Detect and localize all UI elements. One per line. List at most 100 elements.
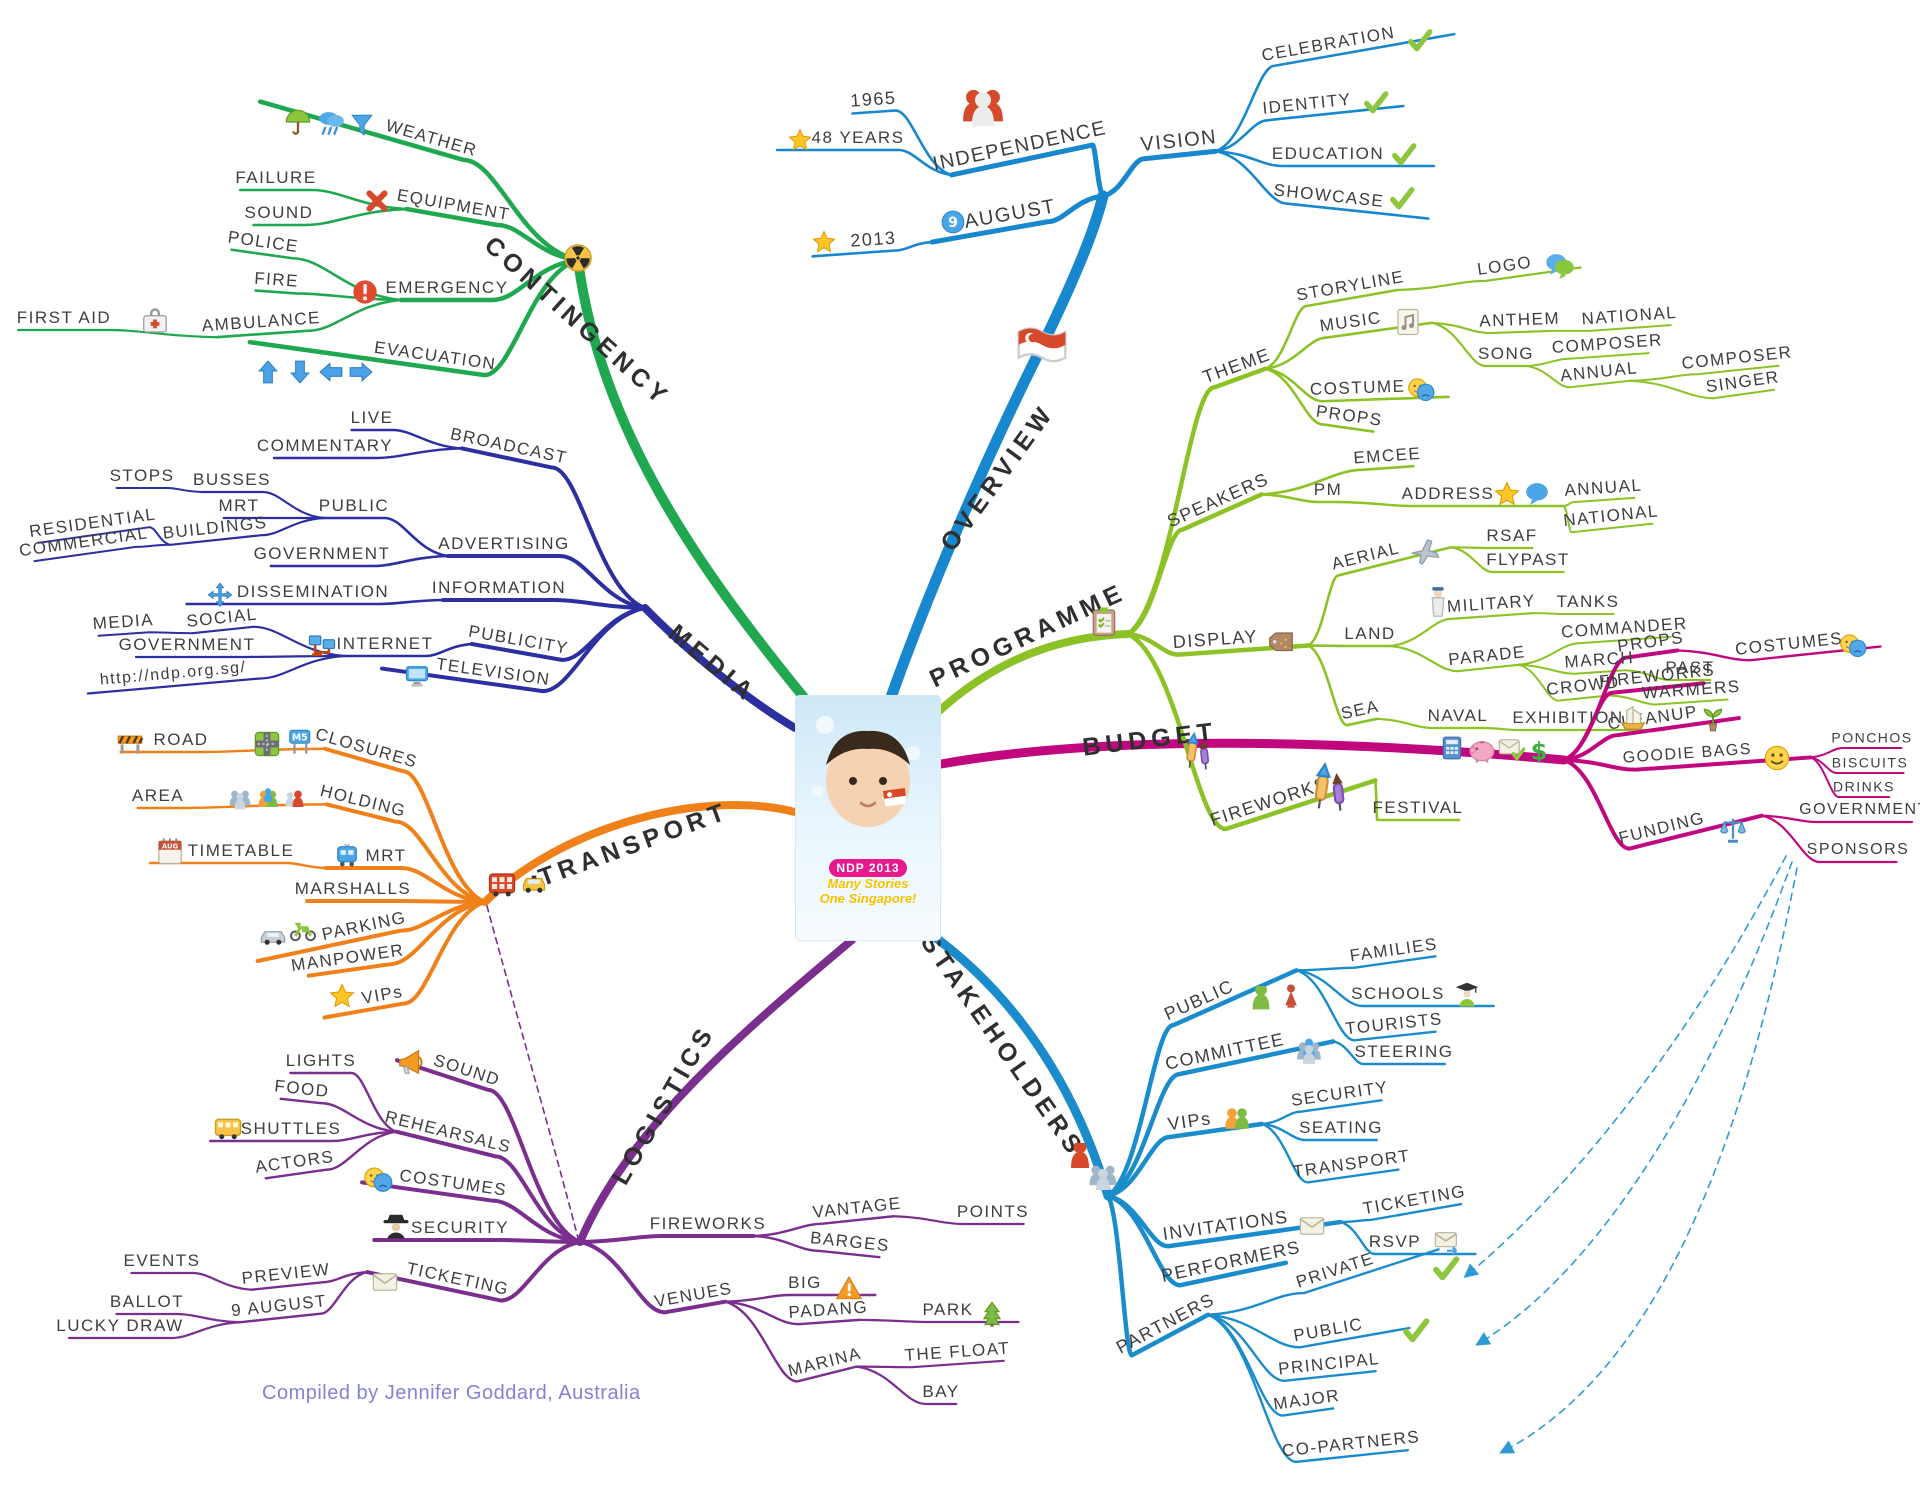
y48-branch: [775, 148, 953, 177]
masks-icon: [1407, 376, 1435, 404]
pm-label[interactable]: PM: [1313, 480, 1343, 500]
lights-label[interactable]: LIGHTS: [285, 1051, 357, 1071]
internet-label[interactable]: INTERNET: [336, 634, 434, 654]
independence-branch: [949, 142, 1106, 199]
composer1-branch: [1525, 352, 1650, 367]
transport-curve: [481, 801, 799, 906]
government_f-label[interactable]: GOVERNMENT: [1799, 801, 1920, 819]
firstaid-label[interactable]: FIRST AID: [16, 308, 112, 328]
advertising-label[interactable]: ADVERTISING: [438, 534, 570, 554]
barrier-icon: [116, 728, 144, 756]
sponsors-label[interactable]: SPONSORS: [1806, 841, 1910, 859]
past-label[interactable]: PAST: [1665, 658, 1715, 678]
steering-label[interactable]: STEERING: [1354, 1042, 1454, 1062]
n2013-label[interactable]: 2013: [849, 227, 897, 251]
funding-branch: [1562, 758, 1764, 851]
envarrow-icon: [1433, 1228, 1461, 1256]
biscuits-label[interactable]: BISCUITS: [1831, 754, 1909, 771]
information-label[interactable]: INFORMATION: [431, 578, 567, 598]
rsaf-label[interactable]: RSAF: [1486, 526, 1538, 546]
festival-label[interactable]: FESTIVAL: [1372, 798, 1464, 818]
committee-branch: [1105, 1039, 1336, 1199]
media-curve: [641, 604, 799, 732]
svg-text:$: $: [1531, 739, 1548, 765]
group-gray-icon: [1086, 1161, 1120, 1195]
land-label[interactable]: LAND: [1344, 624, 1396, 644]
identity-branch: [1214, 104, 1405, 153]
public_m-label[interactable]: PUBLIC: [318, 496, 390, 516]
timetable-label[interactable]: TIMETABLE: [187, 841, 295, 861]
park-label[interactable]: PARK: [922, 1300, 974, 1320]
rsvp-label[interactable]: RSVP: [1368, 1232, 1422, 1252]
bay-label[interactable]: BAY: [922, 1382, 960, 1402]
ponchos-label[interactable]: PONCHOS: [1831, 729, 1913, 746]
bus-red-icon: [487, 869, 517, 899]
anthem-label[interactable]: ANTHEM: [1478, 308, 1561, 331]
fireworks_l-label[interactable]: FIREWORKS: [649, 1214, 767, 1234]
dissemination-label[interactable]: DISSEMINATION: [236, 582, 390, 602]
n1965-label[interactable]: 1965: [849, 87, 897, 111]
mrt_m-label[interactable]: MRT: [218, 496, 260, 516]
radioactive-icon: [563, 243, 593, 273]
envelope-icon: [371, 1268, 399, 1296]
exclaim-icon: [351, 278, 379, 306]
exhibition-branch: [1482, 726, 1666, 732]
funding-copartners-link: [1499, 867, 1798, 1454]
government_a-label[interactable]: GOVERNMENT: [253, 544, 391, 564]
busses-label[interactable]: BUSSES: [193, 470, 271, 490]
big-label[interactable]: BIG: [788, 1273, 822, 1293]
address-label[interactable]: ADDRESS: [1401, 484, 1495, 504]
ticketing_s-branch: [1339, 1202, 1463, 1224]
y48-label[interactable]: 48 YEARS: [811, 128, 905, 148]
live-label[interactable]: LIVE: [350, 408, 394, 428]
piggy-icon: [1467, 735, 1497, 765]
principal-branch: [1206, 1313, 1377, 1383]
vips_s-branch: [1105, 1121, 1265, 1199]
commentary-label[interactable]: COMMENTARY: [256, 436, 394, 456]
road-label[interactable]: ROAD: [153, 730, 209, 750]
marshalls-label[interactable]: MARSHALLS: [294, 879, 412, 899]
sound_c-label[interactable]: SOUND: [244, 203, 314, 223]
naval-label[interactable]: NAVAL: [1427, 706, 1489, 726]
food-branch: [279, 1097, 398, 1133]
costume-label[interactable]: COSTUME: [1309, 376, 1406, 399]
education-label[interactable]: EDUCATION: [1271, 144, 1385, 164]
security_l-label[interactable]: SECURITY: [411, 1218, 509, 1238]
luckydraw-label[interactable]: LUCKY DRAW: [56, 1316, 184, 1336]
funding-private-link: [1463, 855, 1787, 1279]
actors-branch: [264, 1130, 398, 1180]
seating-label[interactable]: SEATING: [1299, 1118, 1383, 1138]
mrt_t-label[interactable]: MRT: [365, 846, 407, 866]
drinks-label[interactable]: DRINKS: [1833, 778, 1895, 795]
events-label[interactable]: EVENTS: [123, 1251, 201, 1271]
public_p-branch: [1206, 1313, 1411, 1349]
emergency-label[interactable]: EMERGENCY: [385, 278, 509, 298]
center-image[interactable]: NDP 2013 Many Stories One Singapore!: [795, 695, 941, 941]
exhibition-label[interactable]: EXHIBITION: [1512, 708, 1624, 728]
warmers-branch: [1608, 694, 1729, 706]
stops-label[interactable]: STOPS: [109, 466, 175, 486]
performers-branch: [1105, 1193, 1289, 1288]
past-branch: [1624, 669, 1712, 681]
address-branch: [1337, 500, 1565, 508]
area-label[interactable]: AREA: [131, 786, 185, 806]
schools-label[interactable]: SCHOOLS: [1351, 984, 1445, 1004]
tanks-label[interactable]: TANKS: [1556, 592, 1620, 612]
song-label[interactable]: SONG: [1477, 344, 1535, 364]
fire-label[interactable]: FIRE: [253, 268, 300, 291]
government_i-label[interactable]: GOVERNMENT: [118, 635, 256, 655]
flypast-label[interactable]: FLYPAST: [1486, 550, 1570, 570]
flag-sg-icon: [1014, 318, 1070, 374]
star-icon: [812, 230, 836, 254]
speakers-branch: [1125, 492, 1264, 637]
person-red-icon: [1065, 1143, 1095, 1173]
failure-label[interactable]: FAILURE: [235, 168, 317, 188]
n2013-branch: [811, 240, 934, 258]
parade-branch: [1389, 644, 1520, 673]
ballot-label[interactable]: BALLOT: [109, 1292, 185, 1312]
shuttles-label[interactable]: SHUTTLES: [240, 1119, 342, 1139]
points-label[interactable]: POINTS: [956, 1202, 1030, 1222]
points-branch: [892, 1215, 1025, 1226]
calc-icon: [1439, 735, 1465, 761]
